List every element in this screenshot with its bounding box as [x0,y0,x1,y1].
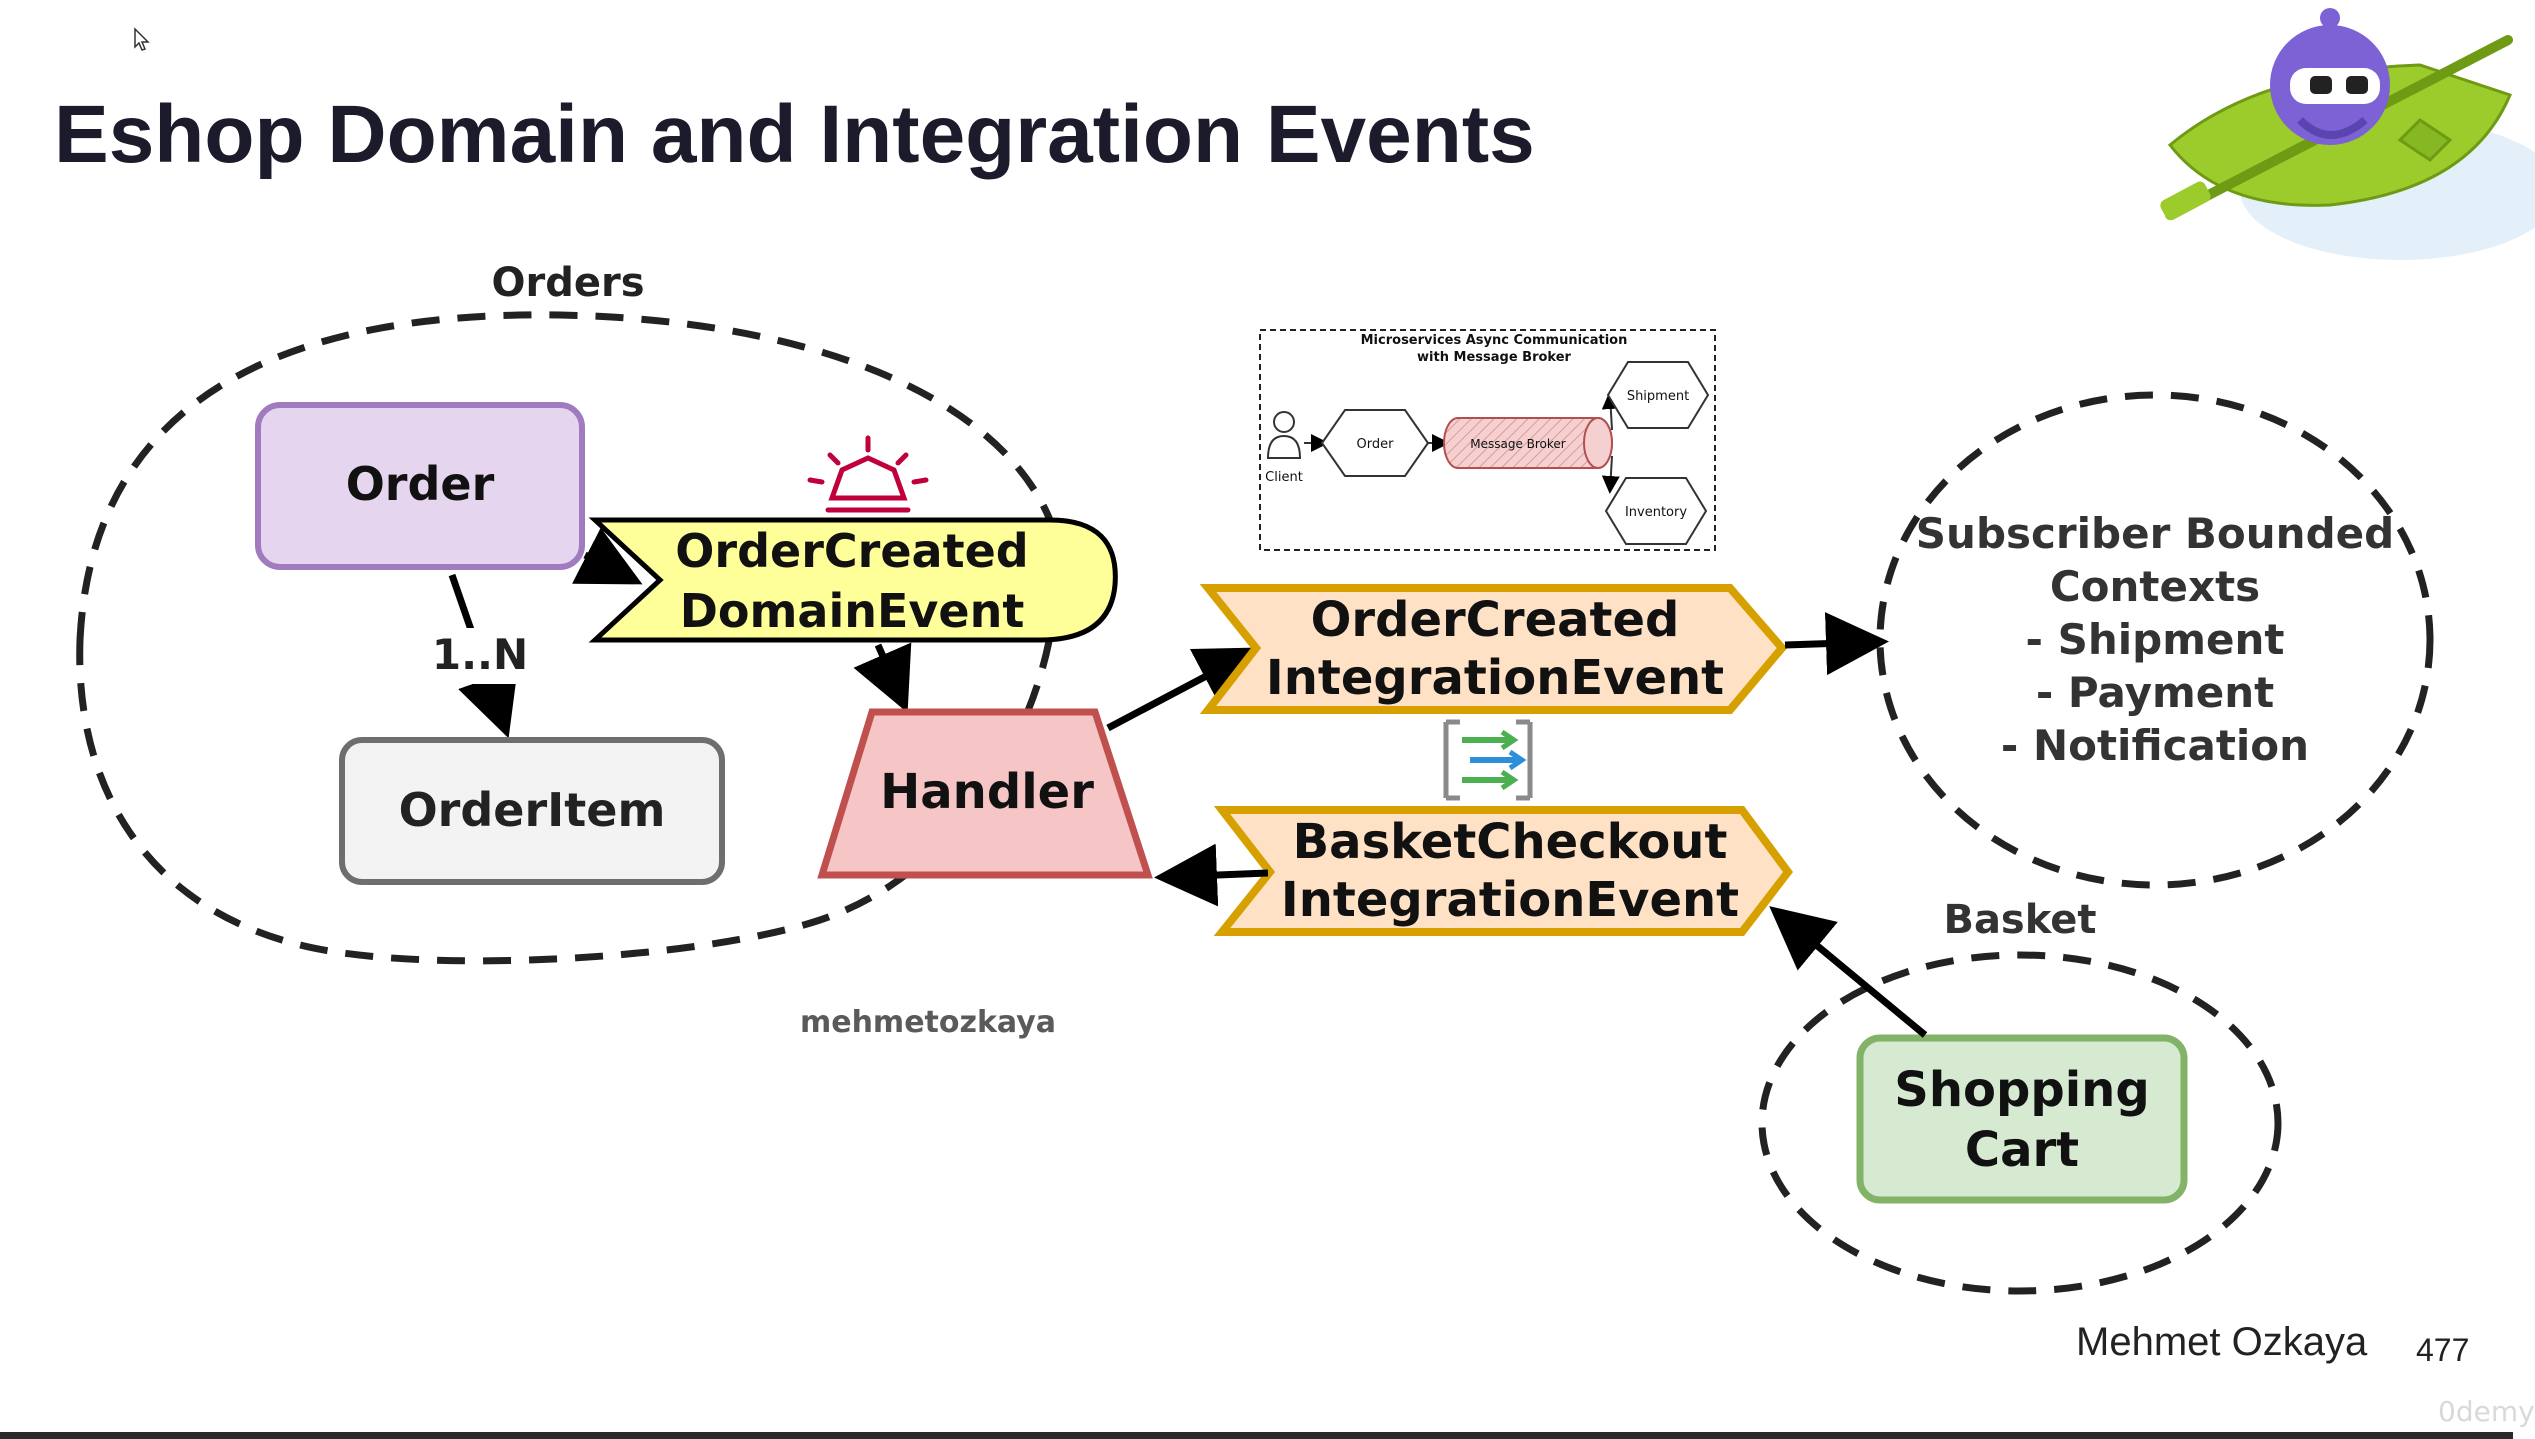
order-created-integration-event: OrderCreated IntegrationEvent [1199,584,1788,714]
mascot-kayak-logo [2160,8,2535,260]
player-bottom-bar [0,1432,2513,1439]
orders-bounded-context: Orders [76,258,1060,965]
integrationevent-to-subscribers-arrow [1784,612,1889,676]
domain-event-line2: DomainEvent [680,584,1025,638]
basket-checkout-integration-event: BasketCheckout IntegrationEvent [1213,806,1794,936]
page-number: 477 [2416,1332,2470,1368]
mouse-cursor-icon [134,27,150,51]
domain-event-line1: OrderCreated [675,524,1028,578]
basketevent-to-handler-arrow [1154,843,1269,907]
orders-context-label: Orders [491,260,644,306]
subscriber-bounded-contexts: Subscriber Bounded Contexts - Shipment -… [1876,391,2434,889]
cart-to-basketevent-arrow [1769,906,1928,1038]
footer-author: Mehmet Ozkaya [2076,1320,2368,1364]
event-grid-exchange-icon [1443,719,1533,801]
client-icon [1266,411,1302,459]
thumbnail-inventory: Inventory [1625,505,1687,520]
subscriber-line2: Contexts [2050,562,2260,611]
relation-label: 1..N [432,630,528,679]
basket-bounded-context: Basket [1758,890,2282,1295]
thumbnail-shipment: Shipment [1627,389,1689,404]
order-entity: Order [255,402,585,570]
cart-line2: Cart [1965,1122,2079,1178]
thumbnail-client: Client [1265,470,1303,485]
bc-integration-line1: BasketCheckout [1293,814,1728,870]
subscriber-item-shipment: - Shipment [2026,615,2285,664]
thumbnail-broker: Message Broker [1470,437,1566,451]
domainevent-to-handler-arrow [853,642,912,713]
oc-integration-line1: OrderCreated [1311,592,1680,648]
order-created-domain-event: OrderCreated DomainEvent [588,517,1118,643]
thumbnail-title-line2: with Message Broker [1417,350,1571,365]
thumbnail-order: Order [1357,437,1395,452]
thumbnail-title-line1: Microservices Async Communication [1361,333,1628,348]
order-item-label: OrderItem [399,783,666,837]
handler-label: Handler [880,764,1094,820]
order-item-entity: OrderItem [339,737,725,885]
handler-to-integrationevent-arrow [1106,647,1261,732]
cart-line1: Shopping [1894,1062,2149,1118]
shopping-cart-entity: Shopping Cart [1856,1034,2188,1204]
corner-watermark: 0demy [2438,1395,2535,1428]
bc-integration-line2: IntegrationEvent [1281,872,1739,928]
order-entity-label: Order [346,457,495,511]
oc-integration-line2: IntegrationEvent [1266,650,1724,706]
order-to-domainevent-arrow [572,527,643,585]
watermark-text: mehmetozkaya [800,1005,1056,1040]
subscriber-line1: Subscriber Bounded [1916,509,2394,558]
event-alarm-icon [807,435,929,513]
slide-title: Eshop Domain and Integration Events [54,89,1535,180]
subscriber-item-notification: - Notification [2001,721,2309,770]
basket-context-label: Basket [1943,897,2096,943]
handler-node: Handler [817,708,1153,879]
subscriber-item-payment: - Payment [2036,668,2274,717]
message-broker-thumbnail: Microservices Async Communication with M… [1259,329,1716,551]
